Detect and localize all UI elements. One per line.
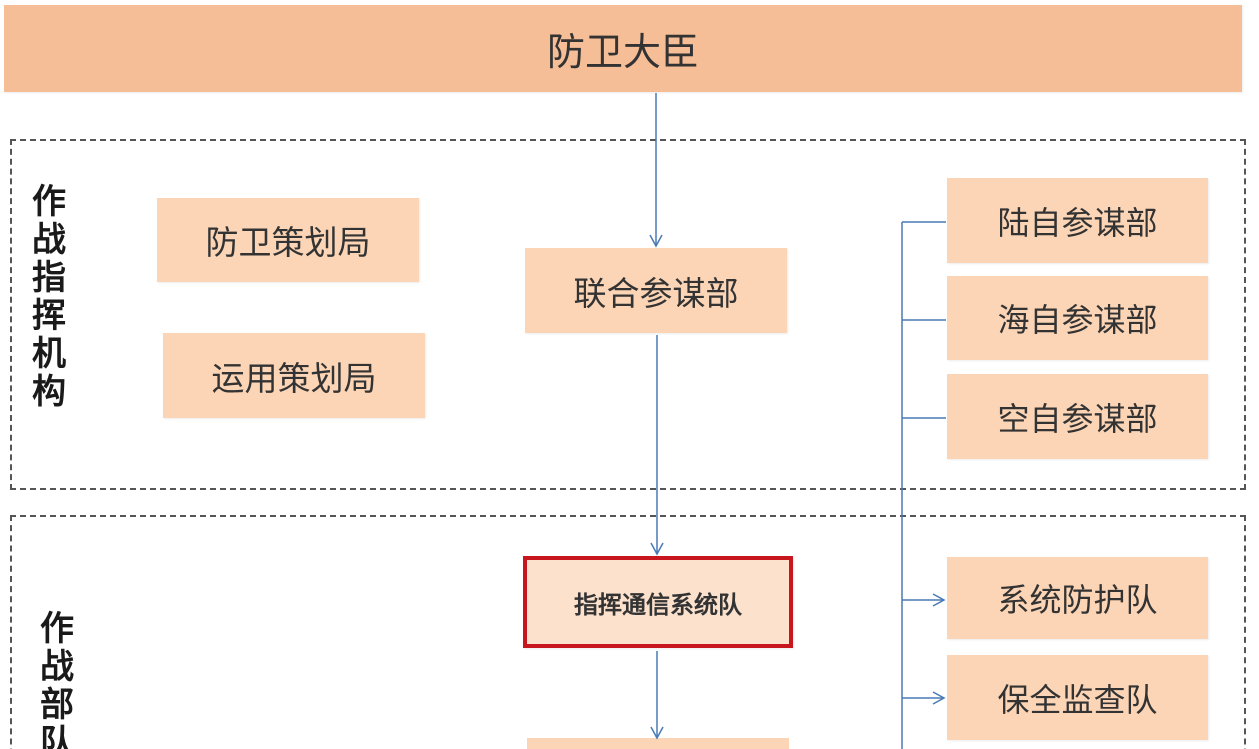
air-staff-box: 空自参谋部 — [947, 374, 1208, 459]
ground-staff-box: 陆自参谋部 — [947, 178, 1208, 263]
command-organization-label: 作 战 指 挥 机 构 — [32, 182, 66, 412]
operations-policy-bureau-box: 运用策划局 — [163, 333, 425, 418]
command-organization-group — [10, 139, 1246, 490]
joint-staff-box: 联合参谋部 — [525, 248, 787, 333]
defense-policy-bureau-box: 防卫策划局 — [157, 198, 419, 282]
partial-unit-box — [527, 738, 789, 749]
combat-units-group — [10, 515, 1246, 749]
security-inspection-unit-box: 保全监查队 — [947, 655, 1208, 740]
combat-units-label: 作 战 部 队 — [40, 609, 74, 749]
defense-minister-box: 防卫大臣 — [4, 5, 1242, 92]
maritime-staff-box: 海自参谋部 — [947, 276, 1208, 360]
system-protection-unit-box: 系统防护队 — [947, 557, 1208, 639]
c4-systems-unit-box: 指挥通信系统队 — [523, 556, 793, 648]
